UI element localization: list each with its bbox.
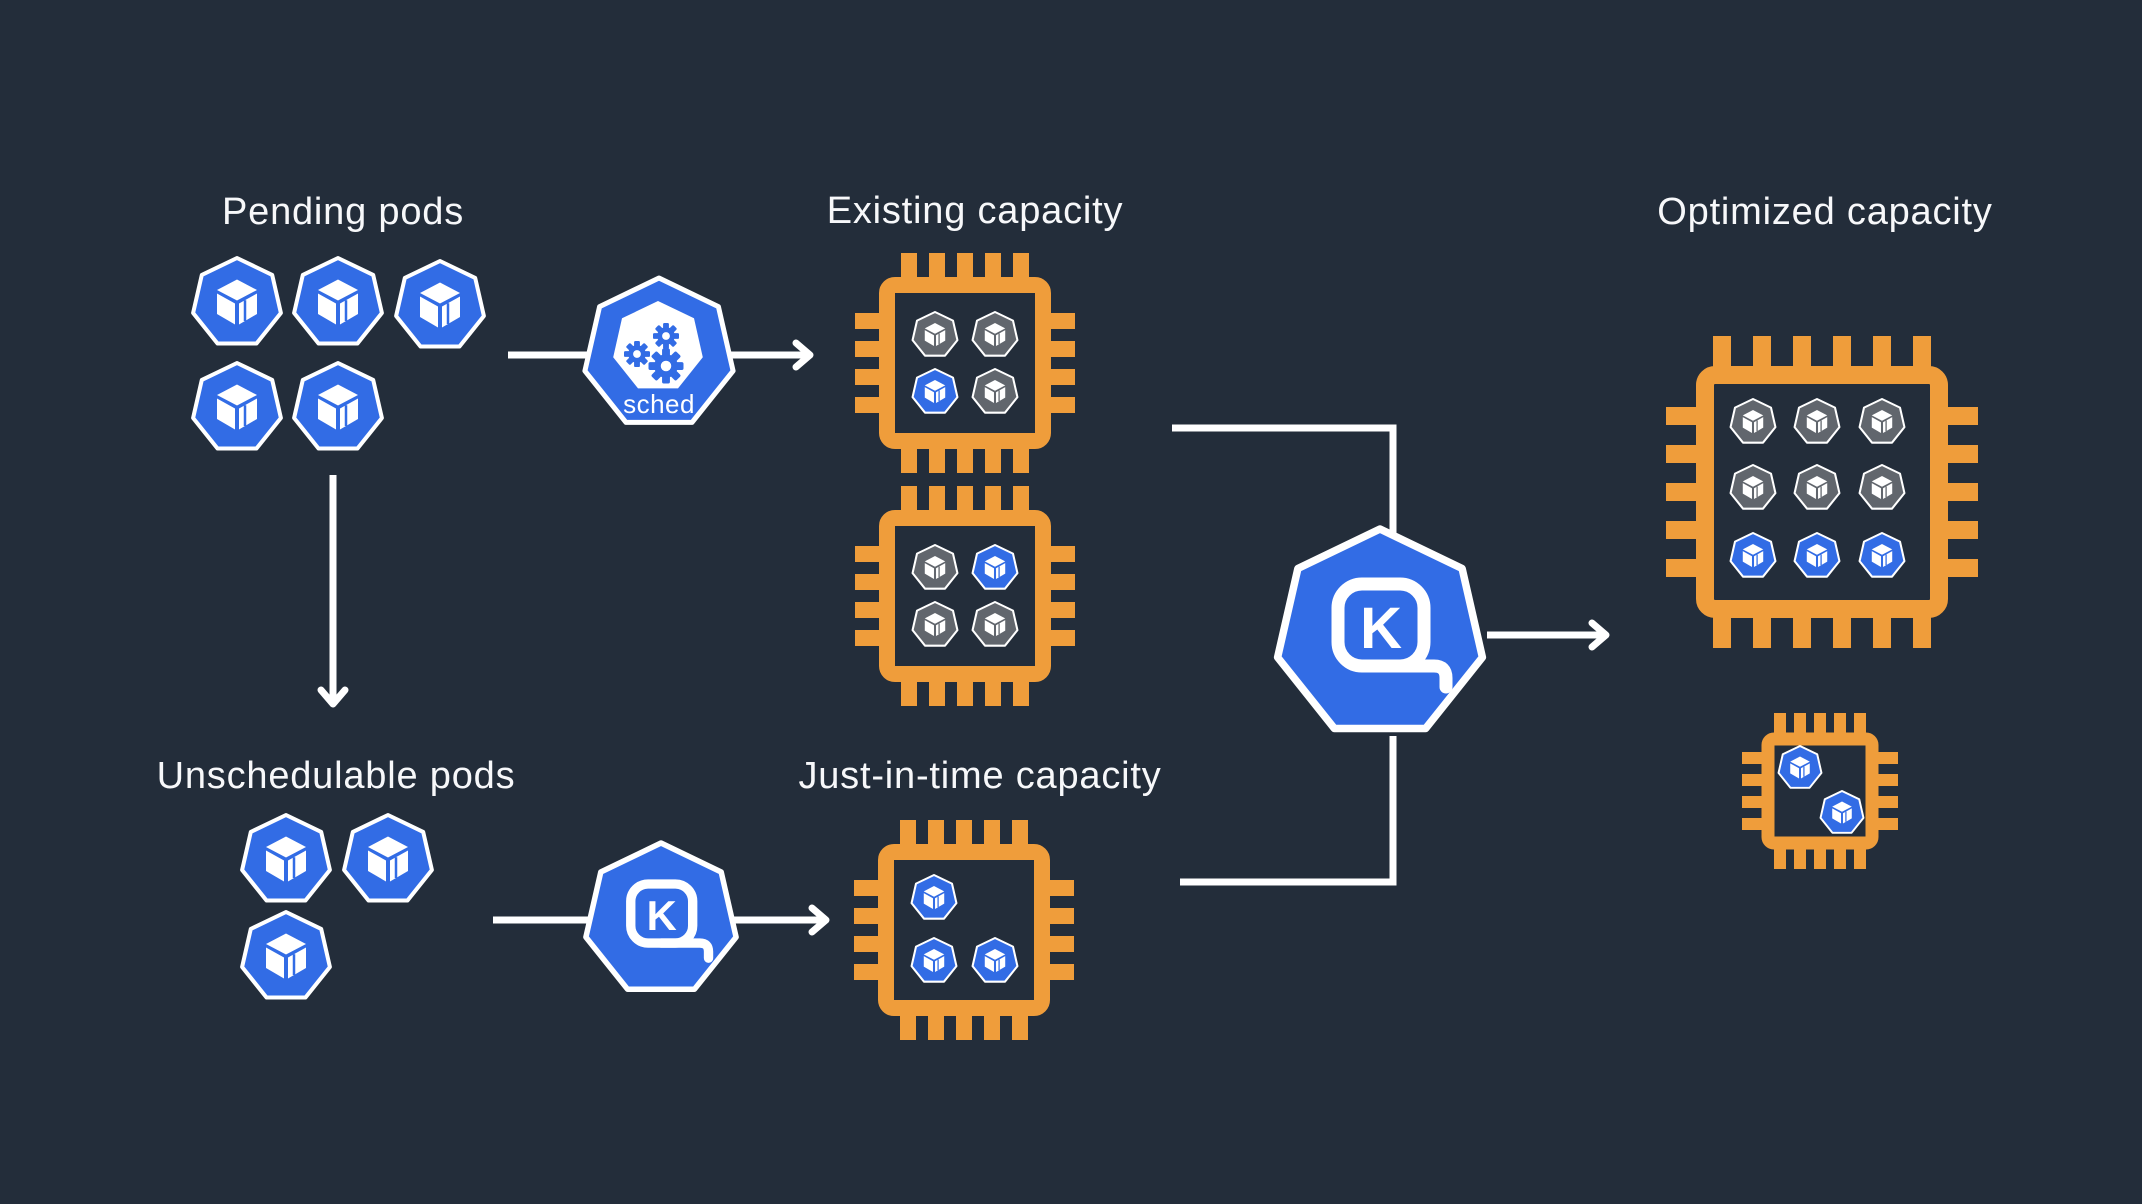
pod-icon xyxy=(971,936,1019,983)
label-optimized-capacity: Optimized capacity xyxy=(1657,191,1992,233)
pod-icon xyxy=(971,543,1019,590)
pod-icon xyxy=(1858,397,1906,444)
label-jit-capacity: Just-in-time capacity xyxy=(798,755,1161,797)
pod-icon xyxy=(911,543,959,590)
optimized-capacity-node-large xyxy=(1666,336,1978,648)
pod-icon xyxy=(394,259,486,349)
pod-icon xyxy=(292,256,384,346)
pod-icon xyxy=(1729,463,1777,510)
pod-icon xyxy=(191,361,283,451)
pod-icon xyxy=(1793,397,1841,444)
pod-icon xyxy=(191,256,283,346)
pod-icon xyxy=(971,600,1019,647)
label-pending-pods: Pending pods xyxy=(222,191,464,233)
pod-icon xyxy=(910,936,958,983)
pod-icon xyxy=(240,910,332,1000)
pod-icon xyxy=(911,600,959,647)
pod-icon xyxy=(910,873,958,920)
pod-icon xyxy=(292,361,384,451)
pod-icon xyxy=(1793,463,1841,510)
connector-jit-to-karpenter xyxy=(1180,736,1397,886)
pod-icon xyxy=(342,813,434,903)
pod-icon xyxy=(1729,531,1777,578)
pod-icon xyxy=(1777,745,1823,789)
label-existing-capacity: Existing capacity xyxy=(827,190,1124,232)
pod-icon xyxy=(971,367,1019,414)
karpenter-icon-large xyxy=(1273,525,1487,733)
pod-icon xyxy=(971,310,1019,357)
pod-icon xyxy=(911,310,959,357)
pod-icon xyxy=(240,813,332,903)
connector-existing-to-karpenter xyxy=(1172,424,1397,560)
pod-icon xyxy=(1858,531,1906,578)
pod-icon xyxy=(1793,531,1841,578)
scheduler-icon: sched xyxy=(582,275,736,425)
pod-icon xyxy=(1819,790,1865,834)
pod-icon xyxy=(1729,397,1777,444)
label-unschedulable-pods: Unschedulable pods xyxy=(157,755,516,797)
scheduler-label: sched xyxy=(623,389,695,419)
pod-icon xyxy=(911,367,959,414)
karpenter-icon-small xyxy=(583,840,739,993)
pod-icon xyxy=(1858,463,1906,510)
